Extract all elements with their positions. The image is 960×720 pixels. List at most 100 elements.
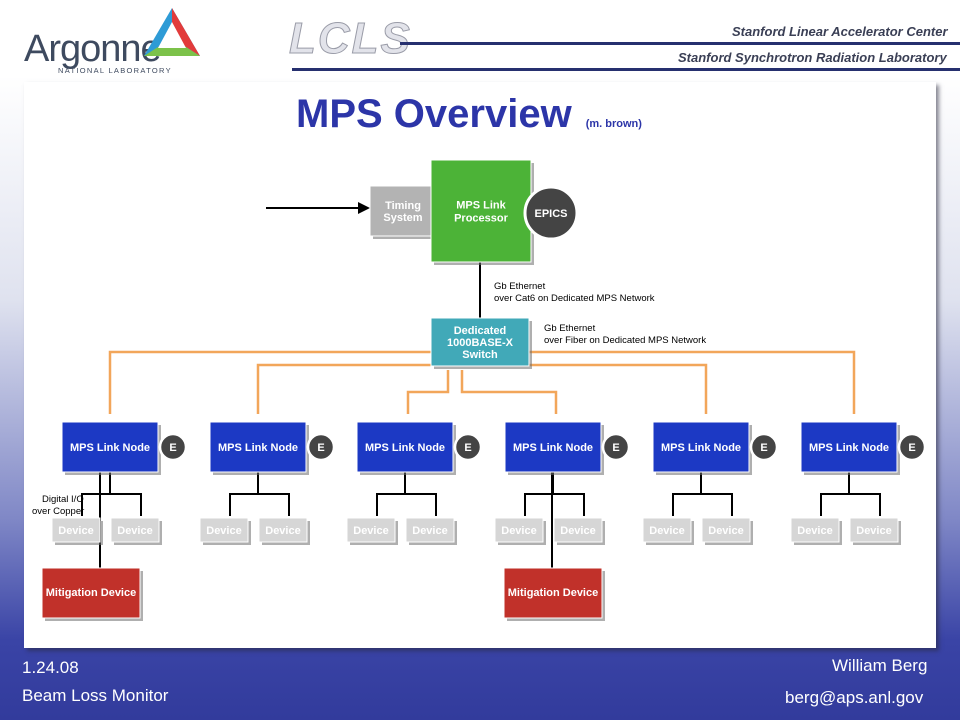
device-label-4-left: Device — [501, 525, 536, 537]
device-6-left — [790, 517, 840, 543]
device-label-5-right: Device — [708, 525, 743, 537]
device-3-right — [405, 517, 455, 543]
eth-fiber-label-1: Gb Ethernet — [544, 323, 596, 334]
timing-system-box — [369, 185, 437, 237]
fiber-line-node-4 — [460, 370, 558, 414]
tree-line-left-6 — [820, 493, 849, 516]
header-rule-bottom — [292, 68, 960, 71]
fiber-line-node-3 — [406, 370, 450, 414]
mps-link-node-label-2: MPS Link Node — [218, 442, 298, 454]
device-label-3-right: Device — [412, 525, 447, 537]
lcls-wordmark: LCLS — [289, 14, 412, 64]
digital-io-label-2: over Copper — [32, 506, 84, 517]
tree-line-right-3 — [404, 472, 437, 516]
device-1-right — [110, 517, 160, 543]
mps-link-node-label-3: MPS Link Node — [365, 442, 445, 454]
timing-system-label-line-1: Timing — [385, 200, 421, 212]
tree-line-right-4 — [552, 472, 585, 516]
tree-line-left-2 — [229, 493, 258, 516]
slide-title: MPS Overview (m. brown) — [296, 92, 642, 137]
device-label-6-right: Device — [856, 525, 891, 537]
device-label-5-left: Device — [649, 525, 684, 537]
tree-line-right-6 — [848, 472, 881, 516]
tree-line-left-4 — [524, 493, 553, 516]
switch-box — [430, 317, 530, 367]
mps-link-node-6 — [800, 421, 898, 473]
mps-link-processor-box — [430, 159, 532, 263]
mitigation-label-4: Mitigation Device — [508, 587, 598, 599]
eth-cat6-label-2: over Cat6 on Dedicated MPS Network — [494, 293, 655, 304]
e-label-6: E — [908, 442, 915, 454]
device-label-3-left: Device — [353, 525, 388, 537]
device-5-left — [642, 517, 692, 543]
digital-io-label-1: Digital I/O — [42, 494, 84, 505]
eth-fiber-label-2: over Fiber on Dedicated MPS Network — [544, 335, 706, 346]
device-4-right — [553, 517, 603, 543]
footer-email: berg@aps.anl.gov — [785, 688, 924, 707]
device-6-right — [849, 517, 899, 543]
e-label-1: E — [169, 442, 176, 454]
switch-label-line-1: Dedicated — [454, 325, 507, 337]
mps-link-processor-label-line-2: Processor — [454, 213, 509, 225]
mitigation-device-1 — [41, 567, 141, 619]
e-circle-5 — [749, 432, 779, 462]
footer-topic: Beam Loss Monitor — [22, 686, 169, 705]
device-1-left — [51, 517, 101, 543]
footer-name: William Berg — [832, 656, 928, 675]
argonne-subtitle: NATIONAL LABORATORY — [58, 66, 172, 75]
tree-line-right-2 — [257, 472, 290, 516]
device-2-left — [199, 517, 249, 543]
timing-arrowhead — [358, 202, 370, 214]
e-circle-2 — [306, 432, 336, 462]
device-5-right — [701, 517, 751, 543]
e-label-5: E — [760, 442, 767, 454]
device-label-4-right: Device — [560, 525, 595, 537]
tree-line-left-5 — [672, 493, 701, 516]
slac-name: Stanford Linear Accelerator Center — [732, 24, 948, 39]
e-circle-4 — [601, 432, 631, 462]
e-label-2: E — [317, 442, 324, 454]
mps-link-node-label-6: MPS Link Node — [809, 442, 889, 454]
author-note: (m. brown) — [585, 118, 642, 130]
tree-line-right-1 — [109, 472, 142, 516]
mps-link-node-label-5: MPS Link Node — [661, 442, 741, 454]
mitigation-device-4 — [503, 567, 603, 619]
tree-line-right-5 — [700, 472, 733, 516]
device-label-2-right: Device — [265, 525, 300, 537]
eth-cat6-label-1: Gb Ethernet — [494, 281, 546, 292]
tree-line-left-3 — [376, 493, 405, 516]
epics-label: EPICS — [534, 208, 567, 220]
device-2-right — [258, 517, 308, 543]
title-text: MPS Overview — [296, 92, 572, 136]
mps-link-node-label-1: MPS Link Node — [70, 442, 150, 454]
mps-link-node-2 — [209, 421, 307, 473]
lcls-logo: LCLS — [275, 8, 425, 68]
mitigation-label-1: Mitigation Device — [46, 587, 136, 599]
fiber-line-node-2 — [256, 363, 444, 414]
e-circle-6 — [897, 432, 927, 462]
timing-system-label-line-2: System — [383, 212, 422, 224]
footer-date: 1.24.08 — [22, 658, 79, 677]
ssrl-name: Stanford Synchrotron Radiation Laborator… — [678, 50, 947, 65]
fiber-line-node-6 — [479, 350, 856, 414]
switch-label-line-3: Switch — [462, 349, 498, 361]
device-label-6-left: Device — [797, 525, 832, 537]
argonne-triangle-icon — [144, 8, 200, 56]
fiber-line-node-5 — [466, 363, 708, 414]
tree-line-left-1 — [81, 493, 110, 516]
device-label-1-right: Device — [117, 525, 152, 537]
switch-label-line-2: 1000BASE-X — [447, 337, 514, 349]
e-label-4: E — [612, 442, 619, 454]
mps-link-node-3 — [356, 421, 454, 473]
device-4-left — [494, 517, 544, 543]
fiber-line-node-1 — [108, 350, 431, 414]
header: Argonne NATIONAL LABORATORY LCLS Stanfor… — [0, 0, 960, 78]
e-circle-3 — [453, 432, 483, 462]
mps-link-node-5 — [652, 421, 750, 473]
mps-link-node-1 — [61, 421, 159, 473]
e-label-3: E — [464, 442, 471, 454]
mps-link-processor-label-line-1: MPS Link — [456, 200, 506, 212]
mps-link-node-label-4: MPS Link Node — [513, 442, 593, 454]
device-label-2-left: Device — [206, 525, 241, 537]
